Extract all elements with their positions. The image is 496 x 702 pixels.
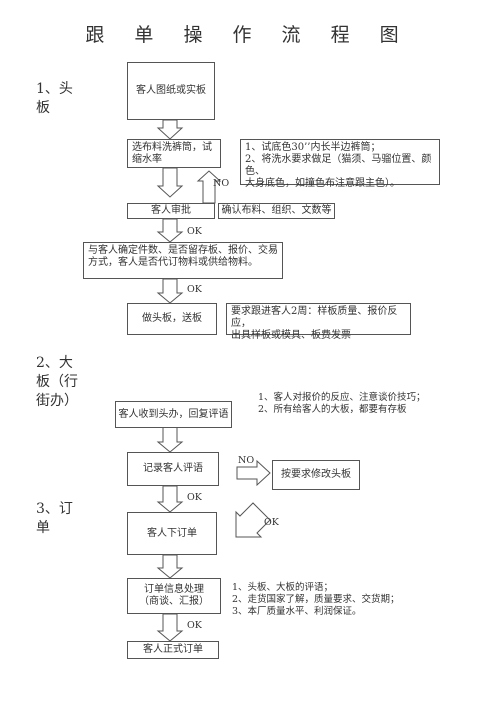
- section-3-line-2: 单: [36, 520, 50, 536]
- note-4-line-1: 1、客人对报价的反应、注意谈价技巧；: [258, 392, 426, 403]
- box-official-order: 客人正式订单: [127, 641, 219, 659]
- section-1-line-1: 1、头: [36, 81, 73, 97]
- box-customer-order: 客人下订单: [127, 512, 217, 555]
- section-2-line-2: 板（行: [36, 374, 78, 390]
- label-ok-1: OK: [187, 226, 202, 237]
- note-5-line-1: 1、头板、大板的评语；: [232, 582, 334, 593]
- section-3-label: 3、订 单: [36, 500, 73, 538]
- box-make-sample: 做头板，送板: [127, 303, 217, 335]
- note-3-line-2: 出具样板或模具、板费发票: [231, 330, 351, 341]
- label-no-2: NO: [238, 455, 255, 466]
- section-1-label: 1、头 板: [36, 80, 73, 118]
- arrow-down-7: [156, 554, 184, 579]
- label-no-1: NO: [213, 178, 230, 189]
- box-customer-approval: 客人审批: [127, 203, 215, 219]
- arrow-diagonal-ok: [235, 502, 271, 538]
- note-4: 1、客人对报价的反应、注意谈价技巧； 2、所有给客人的大板，都要有存板: [258, 392, 426, 416]
- note-box-2: 确认布料、组织、文数等: [218, 203, 335, 219]
- label-ok-4: OK: [264, 517, 279, 528]
- label-ok-3: OK: [187, 492, 202, 503]
- arrow-down-1: [156, 119, 184, 140]
- arrow-down-8: [156, 613, 184, 642]
- box-confirm-quantity: 与客人确定件数、是否留存板、报价、交易方式，客人是否代订物料或供给物料。: [83, 242, 283, 279]
- note-1-line-1: 1、试底色30’’内长半边裤筒；: [245, 142, 381, 153]
- box-customer-drawing: 客人图纸或实板: [127, 62, 215, 120]
- arrow-down-4: [156, 278, 184, 304]
- box-select-fabric: 选布料洗裤筒，试缩水率: [127, 139, 221, 168]
- note-1-line-2: 2、将洗水要求做足（猫须、马骝位置、颜色、: [245, 154, 432, 177]
- note-5-line-3: 3、本厂质量水平、利润保证。: [232, 606, 362, 617]
- box-order-processing: 订单信息处理 （商谈、汇报）: [127, 578, 221, 614]
- box-customer-reply: 客人收到头办，回复评语: [115, 401, 232, 428]
- label-ok-2: OK: [187, 284, 202, 295]
- label-ok-5: OK: [187, 620, 202, 631]
- arrow-right-no: [236, 459, 271, 487]
- box-modify-sample: 按要求修改头板: [272, 460, 360, 490]
- arrow-down-3: [156, 218, 184, 243]
- section-2-line-1: 2、大: [36, 355, 73, 371]
- note-box-1: 1、试底色30’’内长半边裤筒； 2、将洗水要求做足（猫须、马骝位置、颜色、 大…: [240, 139, 440, 189]
- section-2-label: 2、大 板（行 街办）: [36, 354, 78, 411]
- note-box-3: 要求跟进客人2周：样板质量、报价反应， 出具样板或模具、板费发票: [226, 303, 411, 341]
- note-4-line-2: 2、所有给客人的大板，都要有存板: [258, 404, 407, 415]
- arrow-down-6: [156, 485, 184, 513]
- box-order-processing-line-2: （商谈、汇报）: [139, 596, 209, 607]
- note-5-line-2: 2、走货国家了解，质量要求、交货期；: [232, 594, 400, 605]
- box-record-comments: 记录客人评语: [127, 452, 219, 486]
- arrow-down-2: [156, 167, 184, 198]
- section-1-line-2: 板: [36, 100, 50, 116]
- arrow-up-no: [196, 170, 222, 204]
- section-3-line-1: 3、订: [36, 501, 73, 517]
- box-order-processing-line-1: 订单信息处理: [144, 584, 204, 595]
- section-2-line-3: 街办）: [36, 393, 78, 409]
- note-3-line-1: 要求跟进客人2周：样板质量、报价反应，: [231, 306, 398, 329]
- note-5: 1、头板、大板的评语； 2、走货国家了解，质量要求、交货期； 3、本厂质量水平、…: [232, 582, 400, 618]
- note-1-line-3: 大身底色，如撞色布注意跟主色）。: [245, 178, 400, 189]
- page-title: 跟 单 操 作 流 程 图: [85, 24, 411, 46]
